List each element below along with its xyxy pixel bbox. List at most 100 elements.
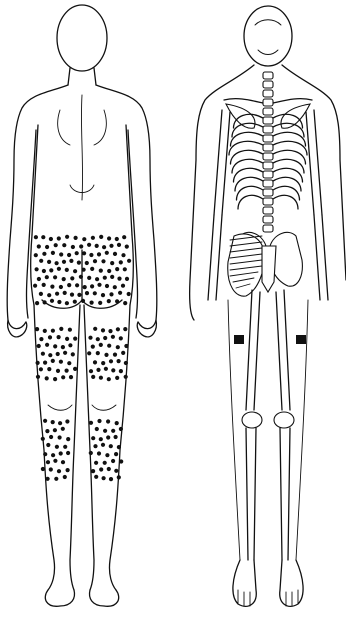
dot	[99, 467, 103, 471]
dot	[109, 359, 113, 363]
skull	[244, 6, 292, 66]
dot	[37, 277, 41, 281]
dot	[109, 292, 113, 296]
dot	[45, 343, 49, 347]
dot	[39, 367, 43, 371]
dot	[39, 259, 43, 263]
dot	[79, 244, 83, 248]
dot	[37, 344, 41, 348]
dot	[89, 421, 93, 425]
dot	[111, 335, 115, 339]
back-view-skin	[7, 5, 157, 606]
dot	[123, 301, 127, 305]
dot	[93, 444, 97, 448]
dot	[99, 437, 103, 441]
dot	[103, 429, 107, 433]
vertebra	[263, 216, 273, 223]
dot	[93, 360, 97, 364]
vertebra	[263, 144, 273, 151]
vertebra	[263, 207, 273, 214]
dot	[68, 328, 72, 332]
dot	[49, 435, 53, 439]
vertebra	[263, 117, 273, 124]
vertebra	[263, 108, 273, 115]
dot	[43, 419, 47, 423]
dot	[61, 345, 65, 349]
dot	[82, 251, 86, 255]
left-arm-outline	[7, 85, 68, 329]
dot	[57, 300, 61, 304]
dot	[88, 336, 92, 340]
dot	[74, 236, 78, 240]
vertebra	[263, 90, 273, 97]
dot	[119, 336, 123, 340]
right-arm-outline	[96, 85, 157, 329]
dot	[35, 301, 39, 305]
dot	[69, 259, 73, 263]
dot	[117, 475, 121, 479]
dot	[53, 459, 57, 463]
dot	[115, 237, 119, 241]
dot	[46, 443, 50, 447]
vertebra	[263, 171, 273, 178]
dot	[95, 244, 99, 248]
dot	[57, 236, 61, 240]
dot	[82, 268, 86, 272]
vertebra	[263, 126, 273, 133]
dot	[41, 467, 45, 471]
dot	[56, 369, 60, 373]
dot	[101, 259, 105, 263]
dot	[121, 284, 125, 288]
dot	[113, 285, 117, 289]
rib	[234, 168, 264, 182]
dot	[75, 251, 79, 255]
dot	[73, 367, 77, 371]
dot	[108, 329, 112, 333]
vertebra	[263, 189, 273, 196]
dot	[111, 429, 115, 433]
dot	[125, 277, 129, 281]
vertebra	[263, 99, 273, 106]
rib	[232, 159, 263, 173]
dot	[59, 360, 63, 364]
dot	[62, 260, 66, 264]
dot	[68, 343, 72, 347]
dot	[48, 335, 52, 339]
dot	[99, 269, 103, 273]
dot	[109, 244, 113, 248]
vertebra	[263, 198, 273, 205]
dot	[36, 361, 40, 365]
posterior-thigh-dotted-band	[35, 327, 129, 382]
dot	[115, 299, 119, 303]
dot	[105, 284, 109, 288]
right-scapula	[94, 110, 106, 145]
rib	[273, 159, 304, 173]
dot	[66, 451, 70, 455]
dot	[85, 291, 89, 295]
dot	[115, 267, 119, 271]
dot	[43, 329, 47, 333]
dot	[87, 243, 91, 247]
dot	[82, 237, 86, 241]
dot	[116, 327, 120, 331]
dot	[43, 361, 47, 365]
dot	[57, 469, 61, 473]
rib	[238, 195, 263, 209]
dot	[90, 267, 94, 271]
right-femur	[276, 290, 290, 410]
dot	[124, 375, 128, 379]
dot	[47, 293, 51, 297]
right-foot	[90, 590, 119, 606]
dot	[97, 252, 101, 256]
dot	[36, 375, 40, 379]
right-knee	[274, 412, 294, 428]
dot	[99, 376, 103, 380]
dot	[103, 336, 107, 340]
dot	[114, 452, 118, 456]
dot	[51, 251, 55, 255]
sacrum	[262, 246, 276, 292]
dot	[96, 368, 100, 372]
dot	[55, 445, 59, 449]
dot	[53, 428, 57, 432]
